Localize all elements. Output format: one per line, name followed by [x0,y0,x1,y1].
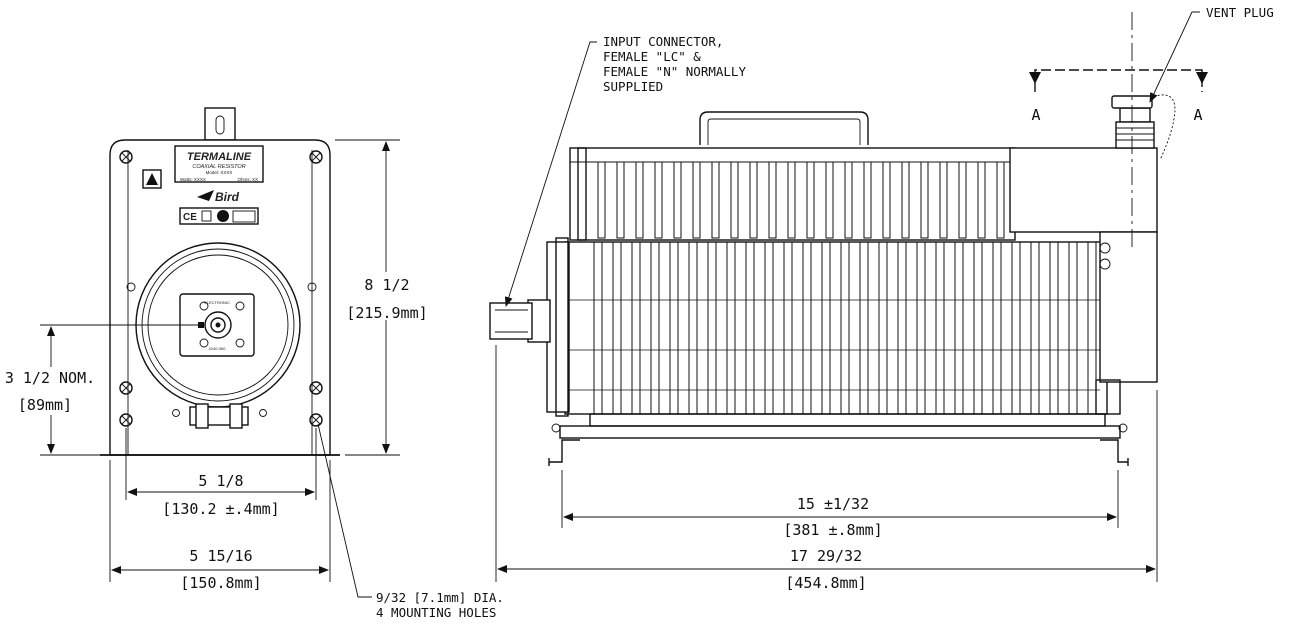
base-width-dim: 5 15/16 [189,547,252,565]
cooling-fin [863,161,872,239]
screw-icon [119,381,133,395]
vent-plug-icon [1111,94,1176,161]
label-plate: TERMALINE COAXIAL RESISTOR Model: XXXX W… [174,145,264,183]
vent-plug-leader [1149,11,1200,103]
cooling-fin [939,161,948,239]
cooling-fin [749,161,758,239]
watts-text: Watts: XXXX [180,177,206,182]
side-dimensions: 15 ±1/32 [381 ±.8mm] 17 29/32 [454.8mm] … [495,5,1274,592]
cooling-fin [787,161,796,239]
input-connector [489,302,533,340]
screw-icon [309,150,323,164]
section-line [1034,69,1203,92]
carry-handle [699,111,869,145]
front-view: TERMALINE COAXIAL RESISTOR Model: XXXX W… [40,107,340,456]
cooling-fin [806,161,815,239]
cooling-fin [692,161,701,239]
foot-spacing-dim: 15 ±1/32 [797,495,869,513]
side-view: A A [489,12,1208,466]
screw-icon [309,381,323,395]
input-connector-note-4: SUPPLIED [603,79,663,94]
input-connector-note-1: INPUT CONNECTOR, [603,34,723,49]
mounting-hole-note-1: 9/32 [7.1mm] DIA. [376,590,504,605]
input-connector-note-3: FEMALE "N" NORMALLY [603,64,746,79]
input-connector-note-2: FEMALE "LC" & [603,49,701,64]
brand-text: TERMALINE [187,151,252,163]
left-foot [549,439,580,463]
mounting-hole-leader [317,423,372,598]
cooling-fin [996,161,1005,239]
side-hole [126,282,136,292]
cooling-fin [673,161,682,239]
end-plate [1099,231,1158,383]
cooling-fin [882,161,891,239]
section-mark-right: A [1193,106,1202,124]
cooling-fin [825,161,834,239]
svg-text:4240-060: 4240-060 [209,346,227,351]
right-foot [1100,439,1128,463]
product-text: COAXIAL RESISTOR [192,164,245,170]
screw-icon [119,150,133,164]
height-dim: 8 1/2 [364,276,409,294]
hanger-slot [215,115,225,135]
ohms-text: Ohms: XX [237,177,258,182]
front-dimensions: 8 1/2 [215.9mm] 3 1/2 NOM. [89mm] 5 1/8 … [4,139,504,620]
mounting-hole-icon [119,413,133,427]
svg-text:Bird: Bird [215,190,240,204]
upper-fin-housing [569,147,1016,241]
base-rail [559,425,1121,439]
hanger-tab [204,107,236,141]
compliance-marks: CE [179,207,259,225]
center-height-dim: 3 1/2 NOM. [5,369,95,387]
input-connector-leader [504,41,597,307]
cooling-fin [654,161,663,239]
warning-icon [142,169,162,189]
hole-spacing-dim-mm: [130.2 ±.4mm] [162,500,279,518]
cooling-fin [768,161,777,239]
front-housing [109,139,331,456]
vent-plug-note: VENT PLUG [1206,5,1274,20]
overall-length-dim-mm: [454.8mm] [785,574,866,592]
section-mark-left: A [1031,106,1040,124]
bird-logo: Bird [197,190,240,204]
cooling-fin [635,161,644,239]
model-text: Model: XXXX [206,170,233,175]
center-height-dim-mm: [89mm] [18,396,72,414]
upper-cooling-fins [597,161,1005,239]
mounting-hole-icon [309,413,323,427]
resistor-cylinder [564,241,1108,415]
flange-screws [199,301,245,348]
side-hole [307,282,317,292]
cooling-fin [844,161,853,239]
cert-icon [232,210,256,223]
cooling-fin [616,161,625,239]
weee-icon [201,210,212,222]
foot-spacing-dim-mm: [381 ±.8mm] [783,521,882,539]
cooling-fin [597,161,606,239]
cooling-fin [920,161,929,239]
cooling-fin [958,161,967,239]
cooling-fin [711,161,720,239]
height-dim-mm: [215.9mm] [346,304,427,322]
cooling-fin [977,161,986,239]
rohs-icon [217,210,229,222]
terminal-box [1009,147,1158,233]
hole-spacing-dim: 5 1/8 [198,472,243,490]
svg-text:ELECTRONIC: ELECTRONIC [204,300,230,305]
cooling-fin [730,161,739,239]
overall-length-dim: 17 29/32 [790,547,862,565]
base-width-dim-mm: [150.8mm] [180,574,261,592]
mounting-hole-note-2: 4 MOUNTING HOLES [376,605,496,620]
cooling-fin [901,161,910,239]
ce-mark: CE [183,212,197,223]
